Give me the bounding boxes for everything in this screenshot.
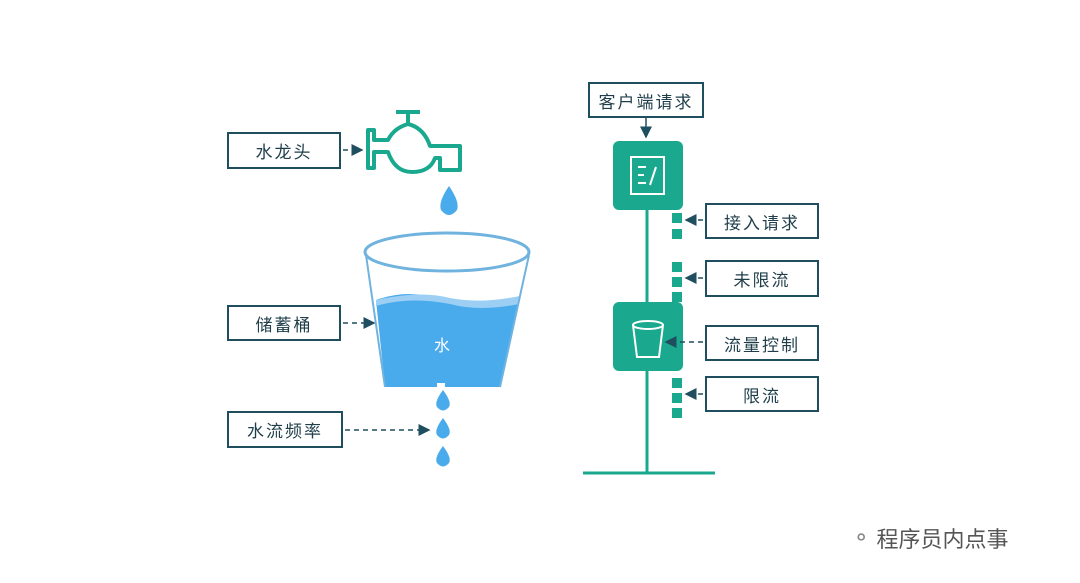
bucket-small-icon <box>632 320 664 358</box>
faucet-label: 水龙头 <box>227 132 341 169</box>
wechat-icon: ⚬ <box>852 525 871 551</box>
unlimited-label: 未限流 <box>705 260 819 297</box>
request-squares <box>672 213 682 418</box>
faucet-icon <box>366 110 462 174</box>
watermark-text: 程序员内点事 <box>876 528 1009 553</box>
limiter-node <box>613 302 683 371</box>
document-icon <box>630 156 665 195</box>
dashed-arrows-right <box>664 214 703 400</box>
water-label: 水 <box>434 336 451 355</box>
flow-control-label: 流量控制 <box>705 325 819 361</box>
watermark: ⚬ 程序员内点事 <box>852 522 1008 554</box>
bucket-label: 储蓄桶 <box>227 305 341 341</box>
accept-request-label: 接入请求 <box>705 203 819 239</box>
client-request-label: 客户端请求 <box>588 82 704 118</box>
drip-drop-icon <box>436 390 450 411</box>
limited-label: 限流 <box>705 376 819 412</box>
flow-rate-label: 水流频率 <box>227 411 343 448</box>
gateway-node <box>613 141 683 210</box>
drip-drop-icon <box>436 446 450 467</box>
bucket-icon <box>363 231 531 389</box>
drip-drop-icon <box>436 418 450 439</box>
dashed-arrows-left <box>343 144 431 436</box>
water-drop-icon <box>440 186 458 215</box>
